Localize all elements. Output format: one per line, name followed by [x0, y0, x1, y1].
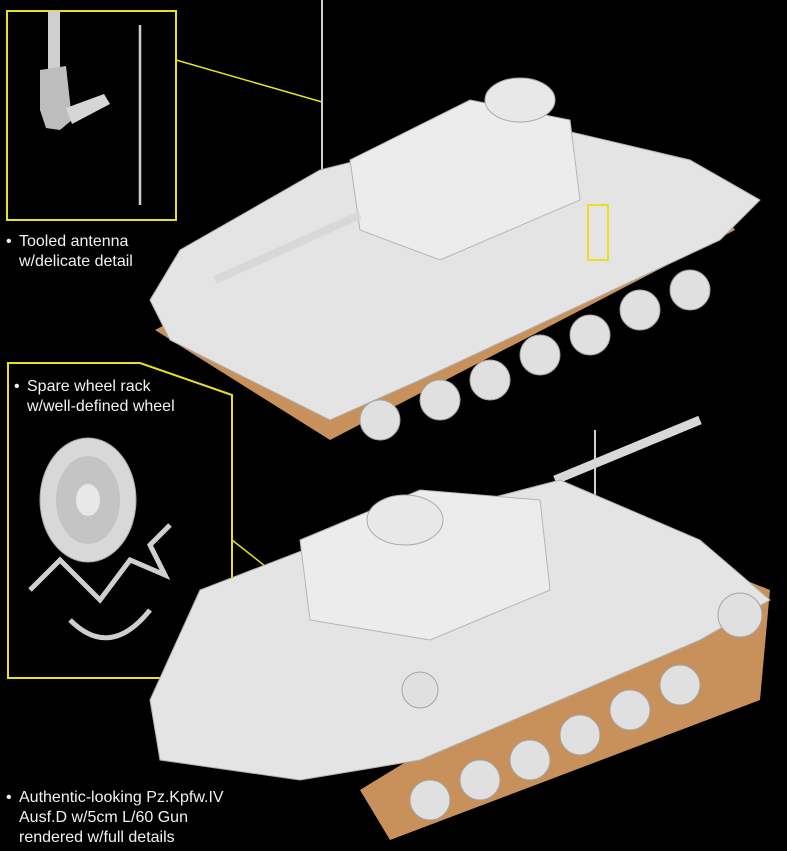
caption-line: Authentic-looking Pz.Kpfw.IV: [19, 789, 224, 806]
antenna-caption: •Tooled antenna w/delicate detail: [6, 233, 133, 270]
caption-line: w/delicate detail: [19, 253, 133, 270]
tank-bottom-view: [149, 415, 771, 840]
spare-wheel-detail-image: [28, 437, 172, 641]
tank-top-view: [149, 0, 761, 441]
antenna-detail-image: [40, 11, 142, 205]
caption-line: w/well-defined wheel: [27, 398, 175, 415]
caption-line: Ausf.D w/5cm L/60 Gun: [19, 809, 188, 826]
caption-line: Spare wheel rack: [27, 378, 151, 395]
caption-line: rendered w/full details: [19, 829, 175, 846]
spare-wheel-caption: •Spare wheel rack w/well-defined wheel: [14, 378, 175, 415]
spare-wheel-callout-frame: [7, 362, 233, 679]
antenna-leader-line: [175, 59, 323, 103]
model-caption: •Authentic-looking Pz.Kpfw.IV Ausf.D w/5…: [6, 789, 224, 846]
antenna-callout-frame: [6, 10, 177, 221]
caption-line: Tooled antenna: [19, 233, 129, 250]
